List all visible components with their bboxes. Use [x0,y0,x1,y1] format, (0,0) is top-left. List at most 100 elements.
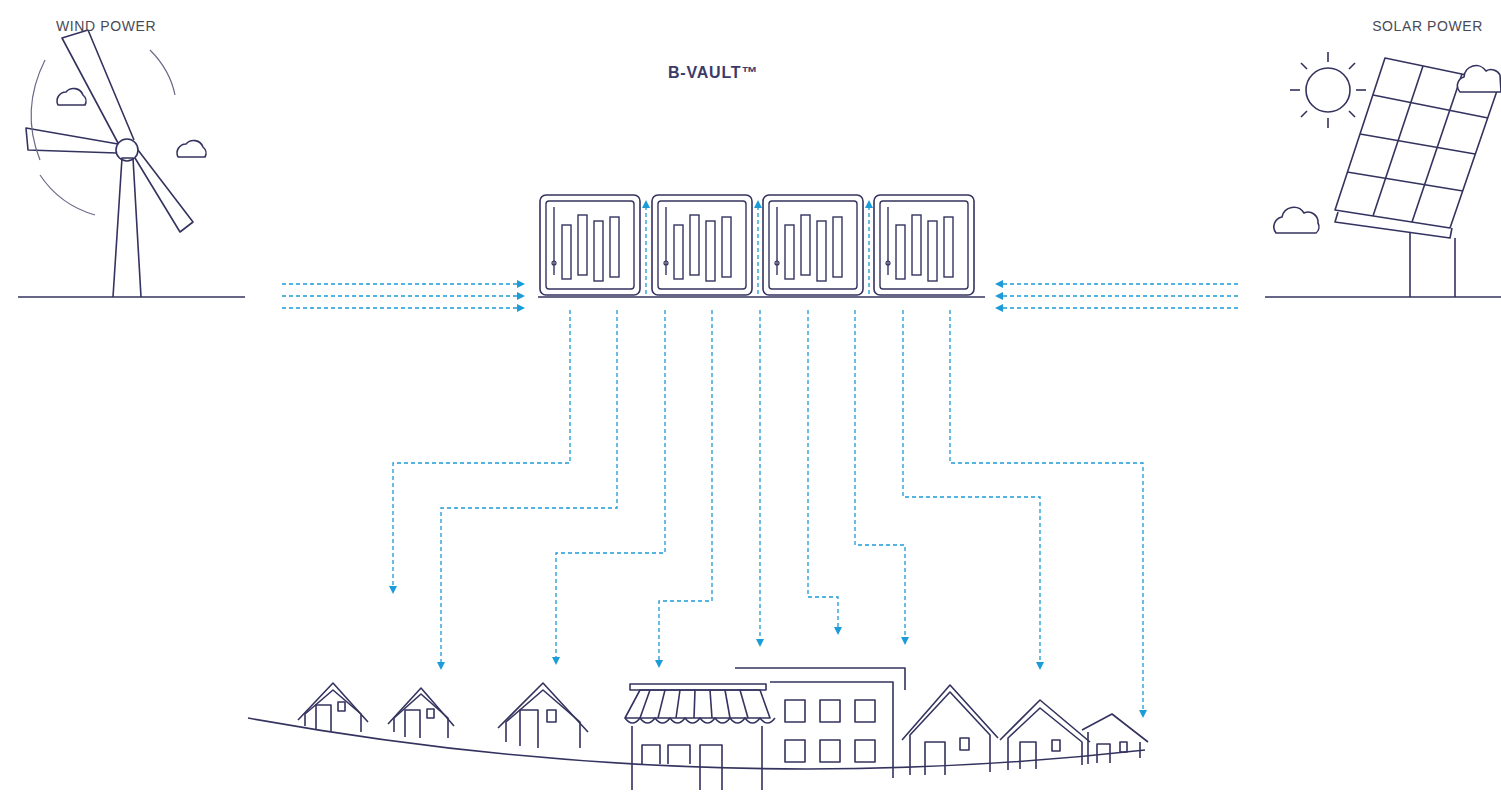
town-part [694,690,695,718]
solar-panel-part [1265,296,1501,298]
battery-units [538,195,985,297]
distribution-lines-part [556,310,665,663]
distribution-lines-part [659,310,712,666]
distribution-lines-part [855,310,905,643]
town-part [725,690,730,718]
solar-panel-part [1335,212,1452,238]
town-part [820,740,840,762]
town-part [925,742,945,775]
power-flow [282,307,523,308]
battery-units-part [538,296,985,298]
town-part [316,705,331,731]
town-part [735,668,905,690]
battery-units-part [763,195,863,295]
wind-turbine-part [31,60,45,160]
solar-panel-part [1327,52,1329,62]
solar-panel-part [1457,66,1501,92]
town-part [785,740,805,762]
town-part [630,684,766,690]
internal-flow-part [645,202,646,294]
solar-panel-part [1327,118,1329,128]
town-part [506,690,580,748]
solar-panel-part [1335,58,1500,228]
power-flow [997,295,1238,296]
town-part [855,740,875,762]
solar-panel-part [1301,111,1307,117]
wind-turbine-part [177,140,206,157]
town-part [405,710,420,738]
town-part [298,683,368,722]
internal-flow [646,202,869,294]
node-label: B-VAULT™ [668,64,758,82]
town-part [642,745,722,790]
town-part [547,710,556,722]
town-part [305,690,361,732]
wind-turbine-part [150,50,175,95]
town-part [910,692,990,775]
town-part [1008,708,1082,770]
town-part [338,702,345,711]
internal-flow-part [757,202,758,294]
town-part [625,690,770,718]
battery-units-part [652,195,752,295]
battery-storage: B-VAULT™ [525,60,985,312]
wind-turbine [18,30,245,297]
power-flow [997,283,1238,284]
town-part [1000,700,1090,742]
solar-panel-part [1360,134,1475,154]
solar-panel-part [1274,207,1319,233]
town-part [902,685,998,740]
town-part [785,700,805,722]
node-label: SOLAR POWER [1372,18,1483,34]
source-solar: SOLAR POWER [1240,10,1501,302]
solar-panel-part [1290,89,1300,91]
wind-turbine-part [18,296,245,298]
town-part [710,690,712,718]
wind-turbine-part [26,128,118,153]
solar-panel-part [1454,238,1456,297]
town-part [820,700,840,722]
town [248,668,1148,790]
distribution-lines-part [950,310,1143,716]
distribution-lines-part [759,310,760,645]
town-part [658,690,665,718]
solar-panel-part [1306,68,1350,112]
solar-panel-part [1349,111,1355,117]
power-flow [282,295,523,296]
town-part [1097,744,1110,763]
town-part [960,738,969,750]
solar-panel-part [1347,172,1463,191]
solar-panel-part [1356,89,1366,91]
distribution-lines-part [903,310,1040,668]
town-part [394,694,448,738]
wind-turbine-part [135,150,193,232]
node-label: WIND POWER [56,18,156,34]
town-part [1052,740,1060,751]
town-part [740,690,748,718]
town-part [427,709,434,718]
town-part [770,682,893,778]
solar-panel-part [1349,63,1355,69]
distribution-lines-part [808,310,838,633]
power-flow [997,307,1238,308]
wind-turbine-part [113,158,141,297]
wind-turbine-part [116,139,138,161]
town-part [855,700,875,722]
town-part [520,710,538,748]
distribution-lines [393,310,1143,716]
solar-panel-part [1409,232,1411,297]
solar-panel-part [1373,95,1488,118]
town-part [1020,742,1036,769]
wind-turbine-part [40,175,95,215]
distribution-lines-part [441,310,617,668]
wind-turbine-part [57,88,86,105]
town-part [1082,714,1148,742]
town-part [248,718,1145,769]
battery-units-part [874,195,974,295]
town-part [640,690,650,718]
wind-turbine-part [62,30,134,143]
town-part [1120,742,1127,752]
solar-panel [1265,52,1501,297]
